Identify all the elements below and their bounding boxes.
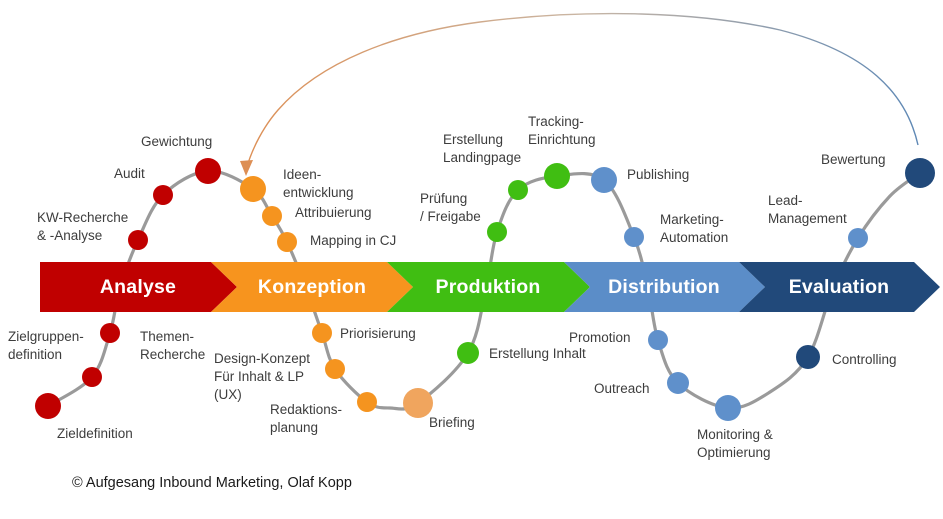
step-label-promotion: Promotion xyxy=(569,330,631,345)
dot-controlling xyxy=(796,345,820,369)
phase-arrow-analyse xyxy=(40,262,237,312)
phase-label-evaluation: Evaluation xyxy=(788,276,890,298)
dot-bewertung xyxy=(905,158,935,188)
dot-redaktionsplanung xyxy=(357,392,377,412)
step-label-zieldefinition: Zieldefinition xyxy=(57,426,133,441)
phase-label-analyse: Analyse xyxy=(99,276,177,298)
step-label-tracking-einrichtung: Tracking- Einrichtung xyxy=(528,114,596,147)
step-label-controlling: Controlling xyxy=(832,352,897,367)
phase-arrow-evaluation xyxy=(739,262,940,312)
dot-zieldefinition xyxy=(35,393,61,419)
dot-briefing xyxy=(403,388,433,418)
step-label-lead-management: Lead- Management xyxy=(768,193,847,226)
phase-arrow-konzeption xyxy=(211,262,413,312)
dot-design-konzept xyxy=(325,359,345,379)
phase-label-konzeption: Konzeption xyxy=(257,276,367,298)
dot-priorisierung xyxy=(312,323,332,343)
phase-arrow-produktion xyxy=(387,262,590,312)
step-label-priorisierung: Priorisierung xyxy=(340,326,416,341)
step-label-briefing: Briefing xyxy=(429,415,475,430)
step-label-monitoring-optimierung: Monitoring & Optimierung xyxy=(697,427,773,460)
step-label-audit: Audit xyxy=(114,166,145,181)
feedback-loop-arrow xyxy=(245,12,919,171)
step-label-pruefung-freigabe: Prüfung / Freigabe xyxy=(420,191,481,224)
dot-zielgruppendefinition xyxy=(82,367,102,387)
step-label-bewertung: Bewertung xyxy=(821,152,886,167)
step-label-erstellung-landingpage: Erstellung Landingpage xyxy=(443,132,522,165)
step-label-gewichtung: Gewichtung xyxy=(141,134,213,149)
step-label-marketing-automation: Marketing- Automation xyxy=(660,212,729,245)
step-label-attribuierung: Attribuierung xyxy=(295,205,372,220)
step-label-kw-recherche: KW-Recherche & -Analyse xyxy=(37,210,129,243)
dot-monitoring-optimierung xyxy=(715,395,741,421)
dot-kw-recherche xyxy=(128,230,148,250)
step-label-mapping-in-cj: Mapping in CJ xyxy=(310,233,397,248)
feedback-loop-arrowhead xyxy=(240,160,253,176)
step-label-themenrecherche: Themen- Recherche xyxy=(140,329,206,362)
dot-outreach xyxy=(667,372,689,394)
dot-ideenentwicklung xyxy=(240,176,266,202)
dot-erstellung-landingpage xyxy=(508,180,528,200)
phase-label-produktion: Produktion xyxy=(435,276,541,298)
dot-lead-management xyxy=(848,228,868,248)
dot-tracking-einrichtung xyxy=(544,163,570,189)
step-label-erstellung-inhalt: Erstellung Inhalt xyxy=(489,346,586,361)
dot-marketing-automation xyxy=(624,227,644,247)
dot-mapping-in-cj xyxy=(277,232,297,252)
dot-themenrecherche xyxy=(100,323,120,343)
dot-audit xyxy=(153,185,173,205)
dot-promotion xyxy=(648,330,668,350)
dot-pruefung-freigabe xyxy=(487,222,507,242)
dot-erstellung-inhalt xyxy=(457,342,479,364)
dot-attribuierung xyxy=(262,206,282,226)
copyright-note: © Aufgesang Inbound Marketing, Olaf Kopp xyxy=(72,475,352,491)
step-label-zielgruppendefinition: Zielgruppen- definition xyxy=(8,329,84,362)
step-label-redaktionsplanung: Redaktions- planung xyxy=(270,402,343,435)
step-label-ideenentwicklung: Ideen- entwicklung xyxy=(283,167,354,200)
step-label-design-konzept: Design-Konzept Für Inhalt & LP (UX) xyxy=(214,351,311,402)
phase-arrow-distribution xyxy=(564,262,765,312)
step-label-outreach: Outreach xyxy=(594,381,650,396)
dot-gewichtung xyxy=(195,158,221,184)
step-label-publishing: Publishing xyxy=(627,167,690,182)
phase-label-distribution: Distribution xyxy=(608,276,720,298)
dot-publishing xyxy=(591,167,617,193)
